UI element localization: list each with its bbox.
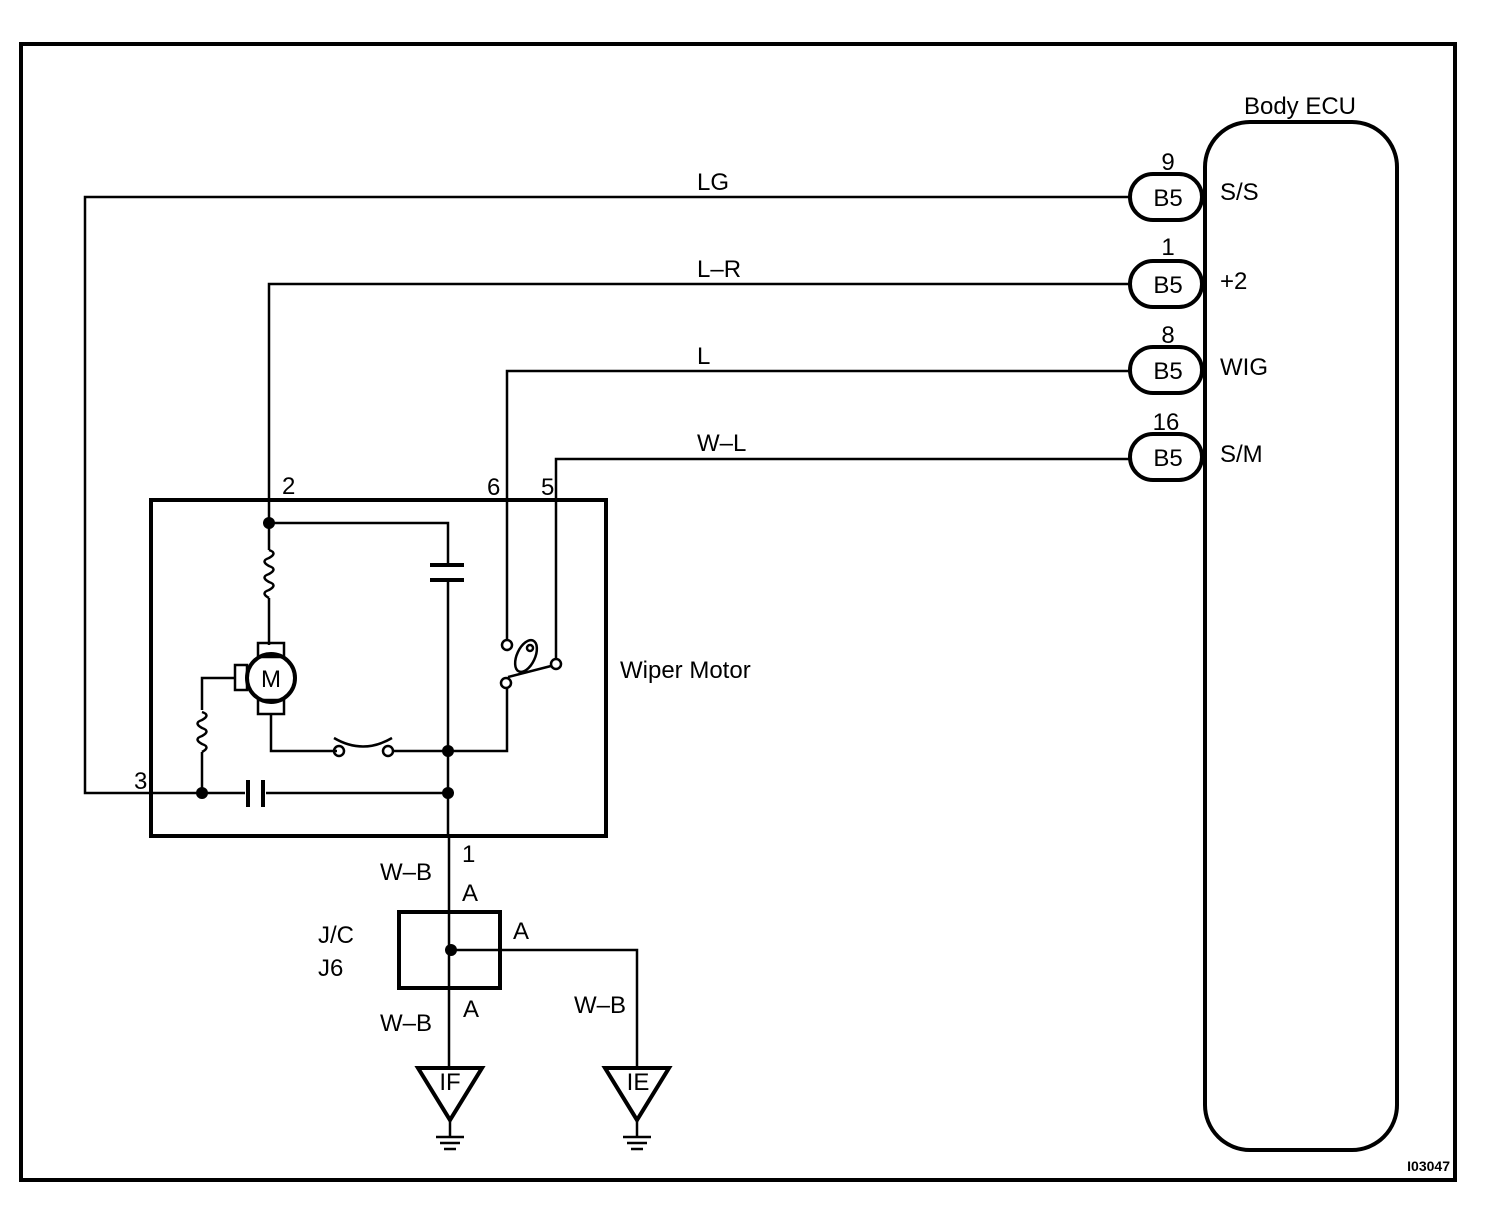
jc-pin-side: A <box>513 918 529 945</box>
wire-label-w-b: W–B <box>380 859 432 886</box>
internal-wire <box>269 521 450 563</box>
body-ecu-title: Body ECU <box>1244 93 1356 120</box>
connector-label: B5 <box>1153 185 1182 212</box>
switch-contact <box>499 676 513 690</box>
motor-symbol: M <box>261 666 281 693</box>
junction-dot <box>442 787 454 799</box>
switch-contact <box>549 657 563 671</box>
figure-id: I03047 <box>1407 1158 1450 1174</box>
wire-label-w-b-side: W–B <box>574 992 626 1019</box>
terminal-label: S/M <box>1220 441 1263 468</box>
pin-number: 9 <box>1161 149 1174 176</box>
wire-w-b-side <box>451 948 639 1070</box>
terminal-5: 5 <box>541 474 554 501</box>
cam-switch-arm <box>507 664 552 679</box>
connector-label: B5 <box>1153 358 1182 385</box>
ground-ie: IE <box>601 1066 673 1151</box>
connector-label: B5 <box>1153 445 1182 472</box>
wire-label-w-l: W–L <box>697 430 746 457</box>
wire-l <box>505 369 1130 640</box>
internal-wire <box>269 714 337 753</box>
connector-label: B5 <box>1153 272 1182 299</box>
ground-triangle <box>414 1066 486 1124</box>
terminal-label: S/S <box>1220 179 1259 206</box>
ecu-pin-wig: B5 8 WIG <box>1128 322 1268 395</box>
circuit-breaker-icon <box>333 736 393 748</box>
internal-wire <box>200 676 235 710</box>
terminal-6: 6 <box>487 474 500 501</box>
cam-icon <box>513 638 539 674</box>
terminal-2: 2 <box>282 473 295 500</box>
motor-internal-circuit: M <box>150 517 563 836</box>
body-ecu-block <box>1203 120 1399 1152</box>
ecu-pin-ss: B5 9 S/S <box>1128 149 1259 222</box>
breaker-contact <box>332 744 346 758</box>
internal-wire <box>448 688 509 753</box>
field-coil-icon <box>263 548 275 600</box>
pin-number: 8 <box>1161 322 1174 349</box>
connector-b5 <box>1128 432 1204 482</box>
wire-label-w-b-out: W–B <box>380 1010 432 1037</box>
wire-l-r <box>267 282 1130 523</box>
pin-number: 1 <box>1161 234 1174 261</box>
wire-w-l <box>554 457 1130 660</box>
jc-pin-out: A <box>463 996 479 1023</box>
junction-dot <box>196 787 208 799</box>
terminal-label: +2 <box>1220 268 1247 295</box>
ground-label: IF <box>439 1069 460 1096</box>
wiper-motor-block <box>149 498 608 838</box>
terminal-3: 3 <box>134 768 147 795</box>
terminal-1: 1 <box>462 841 475 868</box>
cam-pivot <box>525 643 535 653</box>
ground-label: IE <box>627 1069 650 1096</box>
terminal-label: WIG <box>1220 354 1268 381</box>
ground-triangle <box>601 1066 673 1124</box>
jc-id: J6 <box>318 955 343 982</box>
wiper-motor-label: Wiper Motor <box>620 657 751 684</box>
wire-lg <box>83 195 1130 795</box>
pin-number: 16 <box>1153 409 1180 436</box>
motor-icon <box>245 652 297 704</box>
diagram-frame <box>19 42 1457 1182</box>
ecu-pin-plus2: B5 1 +2 <box>1128 234 1247 309</box>
wire-label-lg: LG <box>697 169 729 196</box>
jc-pin-in: A <box>462 880 478 907</box>
switch-contact <box>500 638 514 652</box>
breaker-contact <box>381 744 395 758</box>
wire-label-l: L <box>697 343 710 370</box>
jc-label: J/C <box>318 922 354 949</box>
brush <box>256 641 286 659</box>
ground-if: IF <box>414 1066 486 1151</box>
wire-label-l-r: L–R <box>697 256 741 283</box>
field-coil-icon <box>196 710 208 754</box>
ecu-pin-sm: B5 16 S/M <box>1128 409 1263 482</box>
